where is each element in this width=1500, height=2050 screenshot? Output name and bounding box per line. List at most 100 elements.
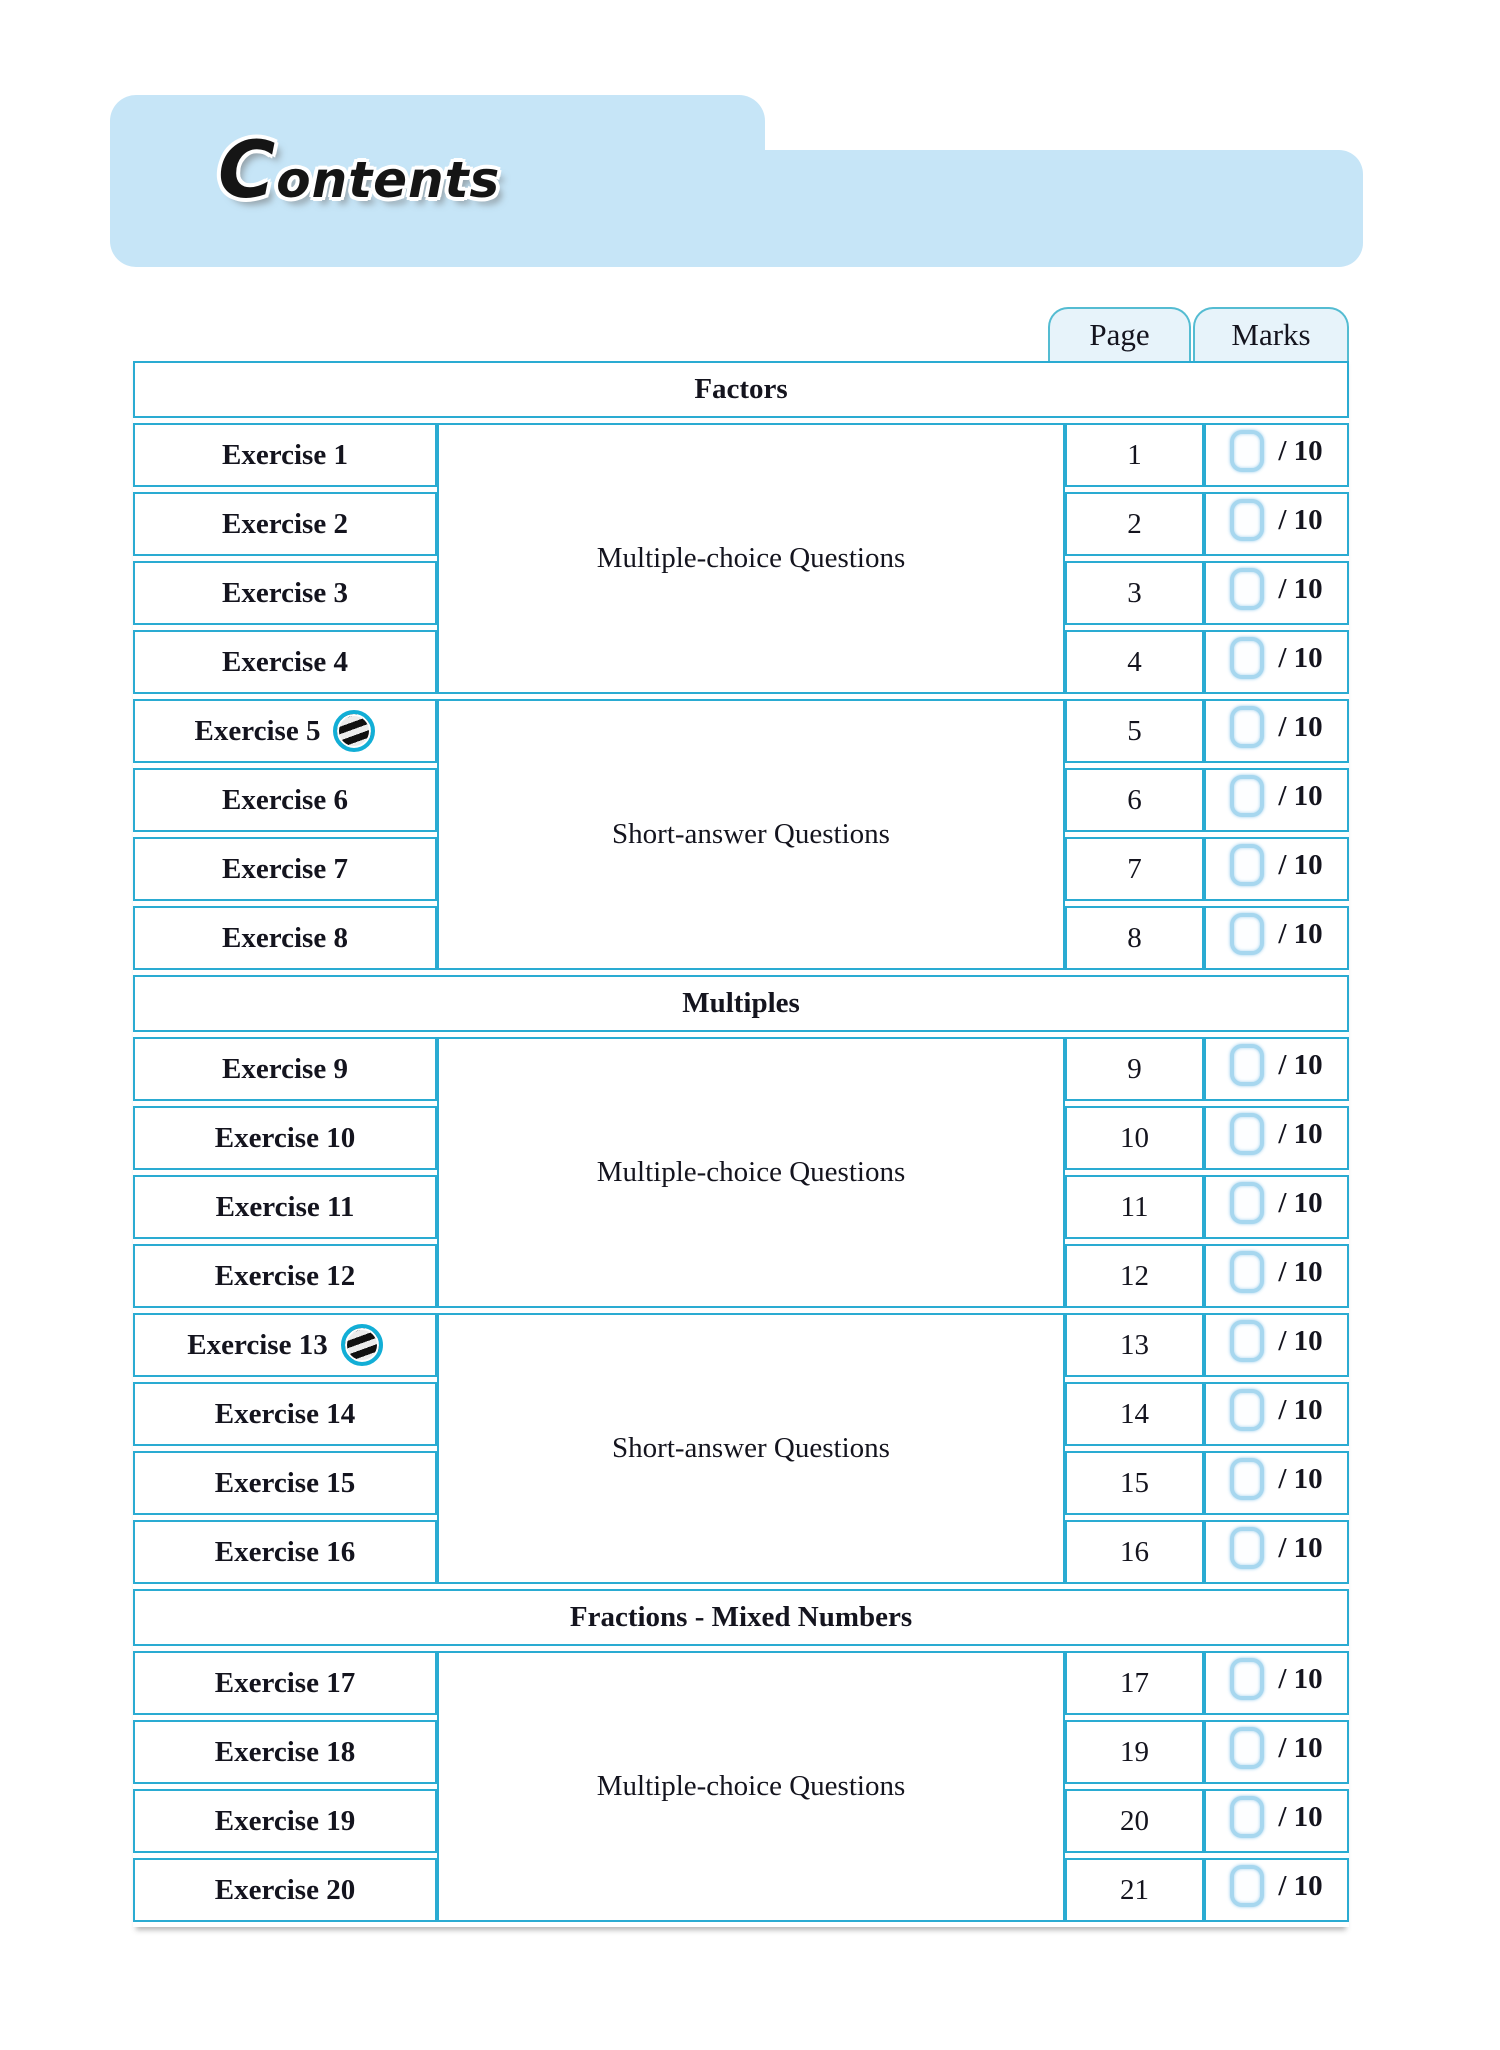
striped-sphere-icon [340,1324,383,1366]
marks-input-box[interactable] [1230,1458,1265,1500]
marks-input-box[interactable] [1230,706,1265,748]
striped-sphere-icon [333,710,376,752]
marks-input-box[interactable] [1230,1113,1265,1155]
exercise-label: Exercise 9 [222,1052,348,1085]
marks-cell: / 10 [1204,423,1350,487]
marks-total: / 10 [1278,1462,1323,1495]
marks-wrap: / 10 [1230,637,1323,679]
marks-wrap: / 10 [1230,499,1323,541]
marks-input-box[interactable] [1230,1727,1265,1769]
exercise-cell: Exercise 18 [133,1720,437,1784]
exercise-cell: Exercise 1 [133,423,437,487]
marks-input-box[interactable] [1230,1044,1265,1086]
exercise-label: Exercise 19 [214,1804,356,1837]
marks-input-box[interactable] [1230,913,1265,955]
marks-input-box[interactable] [1230,775,1265,817]
marks-total: / 10 [1278,1255,1323,1288]
marks-total: / 10 [1278,641,1323,674]
marks-input-box[interactable] [1230,1658,1265,1700]
marks-total: / 10 [1278,503,1323,536]
marks-cell: / 10 [1204,492,1350,556]
marks-total: / 10 [1278,572,1323,605]
marks-input-box[interactable] [1230,1182,1265,1224]
exercise-wrap: Exercise 5 [195,710,376,752]
page-number: 8 [1065,906,1204,970]
marks-wrap: / 10 [1230,844,1323,886]
marks-wrap: / 10 [1230,913,1323,955]
exercise-label: Exercise 17 [214,1666,356,1699]
marks-cell: / 10 [1204,1858,1350,1922]
marks-cell: / 10 [1204,1651,1350,1715]
group-description: Multiple-choice Questions [437,423,1065,694]
marks-cell: / 10 [1204,1037,1350,1101]
page-title-initial: C [218,126,277,216]
marks-input-box[interactable] [1230,637,1265,679]
exercise-cell: Exercise 3 [133,561,437,625]
table-row: Exercise 12 12 / 10 [133,1244,1350,1308]
exercise-wrap: Exercise 17 [215,1667,355,1700]
page-number: 12 [1065,1244,1204,1308]
marks-input-box[interactable] [1230,1251,1265,1293]
marks-input-box[interactable] [1230,568,1265,610]
page-number: 11 [1065,1175,1204,1239]
exercise-cell: Exercise 12 [133,1244,437,1308]
page-title: Contents [218,111,500,240]
marks-total: / 10 [1278,1393,1323,1426]
exercise-cell: Exercise 5 [133,699,437,763]
exercise-label: Exercise 3 [222,576,348,609]
marks-input-box[interactable] [1230,1865,1265,1907]
exercise-label: Exercise 15 [214,1466,356,1499]
exercise-label: Exercise 12 [214,1259,356,1292]
exercise-label: Exercise 14 [214,1397,356,1430]
marks-input-box[interactable] [1230,430,1265,472]
marks-input-box[interactable] [1230,1527,1265,1569]
exercise-cell: Exercise 9 [133,1037,437,1101]
section-header: Fractions - Mixed Numbers [133,1589,1350,1646]
section-header: Multiples [133,975,1350,1032]
exercise-wrap: Exercise 3 [222,577,348,610]
marks-wrap: / 10 [1230,1796,1323,1838]
exercise-wrap: Exercise 18 [215,1736,355,1769]
marks-total: / 10 [1278,779,1323,812]
page-title-rest: ontents [276,151,501,209]
page-number: 6 [1065,768,1204,832]
exercise-wrap: Exercise 10 [215,1122,355,1155]
page-number: 3 [1065,561,1204,625]
marks-input-box[interactable] [1230,1389,1265,1431]
group-description: Short-answer Questions [437,1313,1065,1584]
marks-cell: / 10 [1204,837,1350,901]
marks-wrap: / 10 [1230,1113,1323,1155]
marks-wrap: / 10 [1230,1865,1323,1907]
marks-input-box[interactable] [1230,844,1265,886]
marks-wrap: / 10 [1230,706,1323,748]
exercise-wrap: Exercise 2 [222,508,348,541]
exercise-cell: Exercise 19 [133,1789,437,1853]
marks-cell: / 10 [1204,1244,1350,1308]
marks-input-box[interactable] [1230,1796,1265,1838]
marks-input-box[interactable] [1230,499,1265,541]
marks-input-box[interactable] [1230,1320,1265,1362]
exercise-wrap: Exercise 13 [187,1324,383,1366]
marks-cell: / 10 [1204,906,1350,970]
marks-total: / 10 [1278,1324,1323,1357]
marks-total: / 10 [1278,710,1323,743]
marks-total: / 10 [1278,1800,1323,1833]
banner-left-shape [110,95,765,267]
marks-cell: / 10 [1204,630,1350,694]
exercise-label: Exercise 13 [187,1328,328,1361]
marks-wrap: / 10 [1230,1044,1323,1086]
exercise-label: Exercise 4 [222,645,348,678]
page-number: 16 [1065,1520,1204,1584]
marks-cell: / 10 [1204,1382,1350,1446]
marks-wrap: / 10 [1230,1527,1323,1569]
exercise-wrap: Exercise 11 [216,1191,355,1224]
marks-total: / 10 [1278,917,1323,950]
marks-total: / 10 [1278,1731,1323,1764]
marks-cell: / 10 [1204,1789,1350,1853]
marks-column-header: Marks [1193,307,1349,361]
